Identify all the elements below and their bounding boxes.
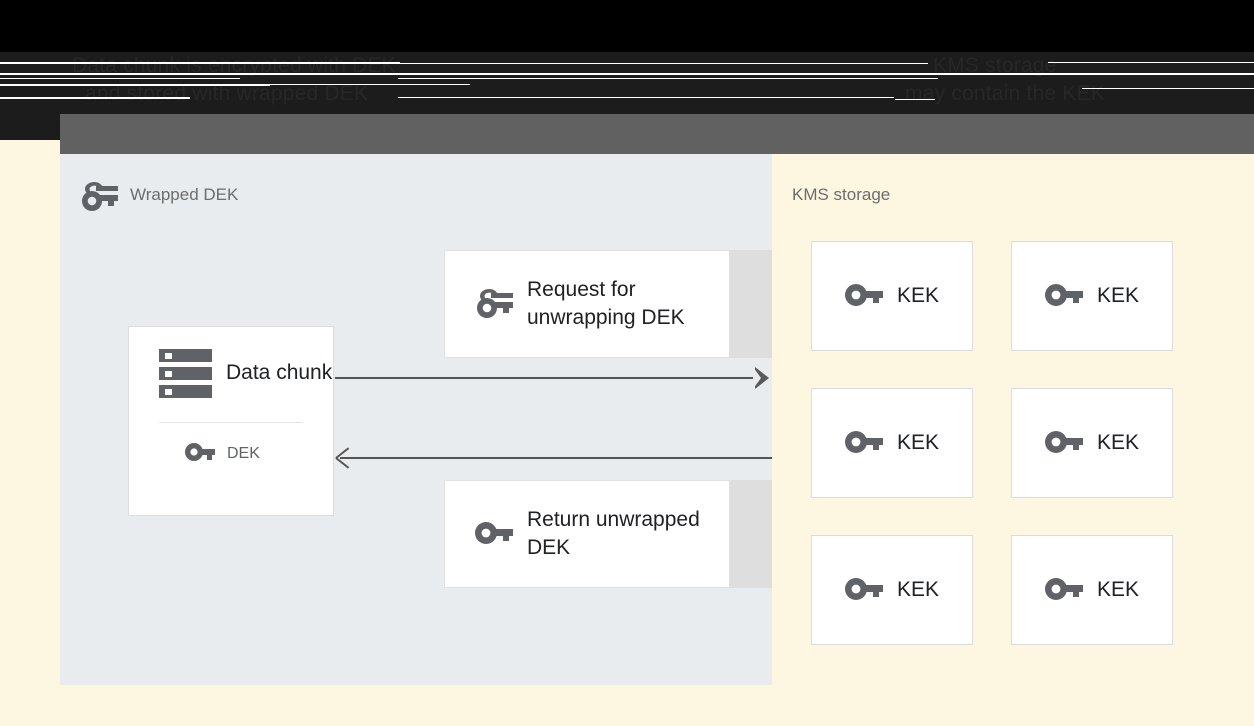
server-storage-icon — [159, 347, 212, 399]
kek-box[interactable]: KEK — [1011, 535, 1173, 645]
key-icon — [185, 443, 215, 465]
request-card-shadow-block — [730, 250, 772, 358]
request-unwrap-label: Request for unwrapping DEK — [527, 278, 685, 329]
data-chunk-label: Data chunk — [226, 361, 333, 385]
return-arrow-line — [340, 457, 772, 459]
return-unwrapped-card[interactable]: Return unwrapped DEK — [444, 480, 730, 588]
request-unwrap-card[interactable]: Request for unwrapping DEK — [444, 250, 730, 358]
kek-label: KEK — [896, 578, 940, 601]
kek-label: KEK — [1096, 578, 1140, 601]
key-icon — [844, 431, 883, 455]
kek-box[interactable]: KEK — [811, 388, 973, 498]
kek-label: KEK — [896, 284, 940, 307]
data-chunk-dek-row: DEK — [129, 423, 333, 465]
return-card-shadow-block — [730, 480, 772, 588]
data-chunk-header: Data chunk — [129, 327, 333, 399]
key-icon — [844, 284, 883, 308]
artifact-streak — [398, 63, 928, 64]
key-icon — [1044, 578, 1083, 602]
artifact-streak — [0, 97, 190, 99]
request-arrow-line — [335, 377, 765, 379]
header-right-line-1: KMS storage — [933, 54, 1057, 77]
header-left-line-2: and stored with wrapped DEK — [85, 82, 369, 105]
key-icon — [1044, 284, 1083, 308]
kek-box[interactable]: KEK — [1011, 241, 1173, 351]
header-right-line-2: may contain the KEK — [905, 82, 1105, 105]
kek-box[interactable]: KEK — [1011, 388, 1173, 498]
artifact-streak — [0, 73, 1254, 75]
kek-label: KEK — [1096, 284, 1140, 307]
data-chunk-card[interactable]: Data chunk DEK — [128, 326, 334, 516]
kek-box[interactable]: KEK — [811, 241, 973, 351]
artifact-streak — [0, 84, 270, 86]
data-chunk-divider — [159, 422, 303, 423]
artifact-streak — [398, 97, 894, 98]
kek-label: KEK — [1096, 431, 1140, 454]
header-black-band — [0, 0, 1254, 52]
header-left-line-1: Data chunk is encrypted with DEK — [72, 54, 396, 77]
kek-grid: KEK KEK KEK — [811, 241, 1173, 645]
header-cream-notch — [0, 140, 60, 154]
key-icon — [475, 522, 513, 546]
request-arrowhead-notch — [753, 367, 761, 389]
artifact-streak — [270, 84, 470, 85]
wrapped-key-icon — [80, 182, 118, 212]
artifact-streak — [0, 78, 240, 79]
artifact-streak — [1048, 62, 1254, 63]
wrapped-dek-title: Wrapped DEK — [130, 185, 239, 204]
header-gray-band — [0, 114, 1254, 154]
artifact-streak — [1082, 88, 1254, 89]
key-icon — [1044, 431, 1083, 455]
kek-label: KEK — [896, 431, 940, 454]
return-unwrapped-label: Return unwrapped DEK — [527, 508, 700, 559]
artifact-streak — [895, 99, 935, 100]
return-arrowhead-icon — [336, 448, 354, 467]
artifact-streak — [0, 62, 400, 64]
wrapped-key-icon — [475, 289, 513, 319]
artifact-streak — [398, 78, 938, 79]
kms-storage-title: KMS storage — [792, 185, 891, 204]
dek-label: DEK — [227, 445, 260, 462]
key-icon — [844, 578, 883, 602]
kek-box[interactable]: KEK — [811, 535, 973, 645]
